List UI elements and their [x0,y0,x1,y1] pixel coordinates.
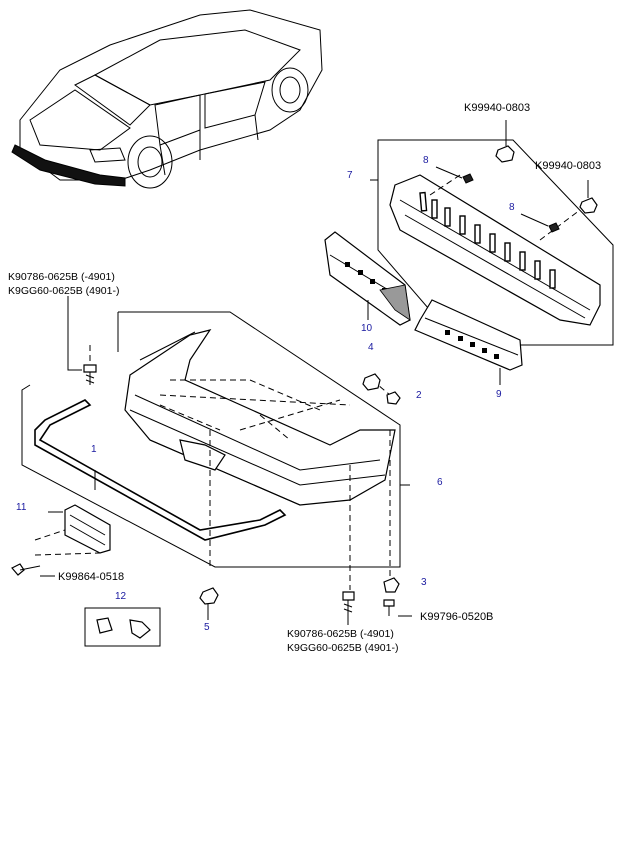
side-absorber-9 [414,299,523,385]
callout-8a: 8 [423,155,429,166]
label-retainer-top-1: K99940-0803 [464,102,530,114]
leader-lines [40,296,412,625]
license-plate-bracket [34,504,111,556]
callout-2: 2 [416,390,422,401]
label-nut-lower-right: K99796-0520B [420,611,493,623]
callout-11: 11 [16,502,27,513]
side-absorber-10 [324,231,411,326]
bumper-molding [34,399,287,541]
bolt-upper [83,364,97,385]
nut-3 [383,577,400,616]
label-bolt-upper-b: K9GG60-0625B (4901-) [8,285,119,297]
label-screw-lower-left: K99864-0518 [58,571,124,583]
bumper-frame-outline [21,311,410,568]
fastener-kit [84,607,161,647]
label-retainer-top-2: K99940-0803 [535,160,601,172]
clip-8 [435,166,560,233]
nut-4 [362,373,381,391]
label-bolt-upper-a: K90786-0625B (-4901) [8,271,115,283]
callout-8b: 8 [509,202,515,213]
callout-3: 3 [421,577,427,588]
label-bolt-lower-a: K90786-0625B (-4901) [287,628,394,640]
bolt-lower [342,591,355,613]
callout-12: 12 [115,591,127,602]
callout-10: 10 [361,323,373,334]
callout-7: 7 [347,170,353,181]
clip-2 [386,391,401,405]
callout-6: 6 [437,477,443,488]
vehicle-illustration [11,9,323,189]
label-bolt-lower-b: K9GG60-0625B (4901-) [287,642,398,654]
clip-5 [199,587,219,612]
retainer-clip [495,120,598,214]
energy-absorber [389,174,601,326]
callout-1: 1 [91,444,97,455]
screw-lower-left [11,563,41,576]
callout-4: 4 [368,342,374,353]
callout-9: 9 [496,389,502,400]
bumper-cover [124,329,396,506]
absorber-detail-box [370,139,614,346]
callout-5: 5 [204,622,210,633]
